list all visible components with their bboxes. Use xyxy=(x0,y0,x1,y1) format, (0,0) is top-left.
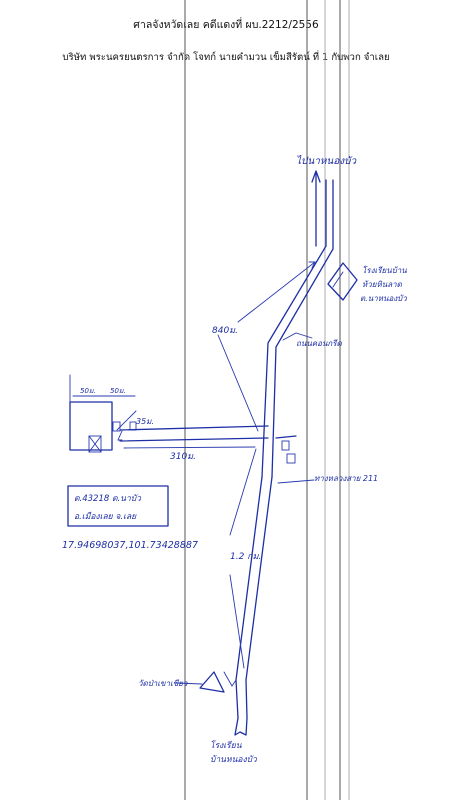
temple-label: วัดป่าเขาเขียว xyxy=(138,679,188,688)
temple-leader xyxy=(175,682,203,685)
dist-1km-arrow-b xyxy=(229,574,245,669)
junction-road xyxy=(275,435,297,439)
lower-road-end xyxy=(234,717,248,736)
north-destination-label: ไปนาหนองบัว xyxy=(296,155,357,167)
lower-road-left-edge xyxy=(235,476,263,719)
school-top-marker xyxy=(327,262,358,301)
highway-leader xyxy=(277,479,315,484)
dist-840-arrow-b xyxy=(237,261,316,323)
dist-310-arrow xyxy=(123,446,256,449)
dist-840-arrow-a xyxy=(217,334,259,432)
dist-1km-label: 1.2 กม. xyxy=(230,552,261,562)
village-road-label: ถนนคอนกรีต xyxy=(296,339,343,348)
parties-header: บริษัท พระนครยนตรการ จำกัด โจทก์ นายคำมว… xyxy=(62,52,390,63)
small-building xyxy=(129,421,137,431)
dist-35-label: 35ม. xyxy=(136,417,154,426)
dist-1km-arrow-a xyxy=(229,448,257,536)
small-building xyxy=(112,421,121,432)
highway-label: ทางหลวงสาย 211 xyxy=(314,474,378,483)
lot-depth-label: 50ม. xyxy=(110,387,126,395)
dist-310-label: 310ม. xyxy=(170,452,196,462)
lower-road-branch xyxy=(223,671,237,687)
address-line2: อ.เมืองเลย จ.เลย xyxy=(74,511,137,522)
house-marker xyxy=(88,435,102,453)
temple-marker xyxy=(199,671,225,693)
dist-840-label: 840ม. xyxy=(212,326,238,336)
address-line1: ต.43218 ต.นาบัว xyxy=(74,494,142,504)
highway-right-edge xyxy=(271,179,334,478)
junction-building xyxy=(281,440,290,451)
land-plot xyxy=(69,401,113,451)
highway-left-edge xyxy=(261,179,327,478)
school-top-label: ห้วยหินลาด xyxy=(362,280,403,289)
school-bottom-label: บ้านหนองบัว xyxy=(210,754,258,765)
school-top-mark xyxy=(332,271,344,288)
school-top-label: โรงเรียนบ้าน xyxy=(362,265,407,275)
side-road-end xyxy=(117,430,123,441)
lot-width-label: 50ม. xyxy=(80,387,96,395)
court-case-header: ศาลจังหวัดเลย คดีแดงที่ ผบ.2212/2556 xyxy=(133,19,319,31)
village-road-leader xyxy=(282,332,313,341)
coordinates-label: 17.94698037,101.73428887 xyxy=(62,540,198,551)
house-mark xyxy=(88,435,102,453)
side-road-bottom-edge xyxy=(119,437,269,442)
arrow-head xyxy=(308,261,316,269)
address-box xyxy=(67,485,169,527)
junction-building xyxy=(286,453,296,464)
school-top-label: ต.นาหนองบัว xyxy=(360,294,407,303)
north-arrow-head xyxy=(311,170,321,183)
school-bottom-label: โรงเรียน xyxy=(210,740,242,751)
side-road-top-edge xyxy=(119,425,269,431)
lower-road-right-edge xyxy=(245,476,273,719)
